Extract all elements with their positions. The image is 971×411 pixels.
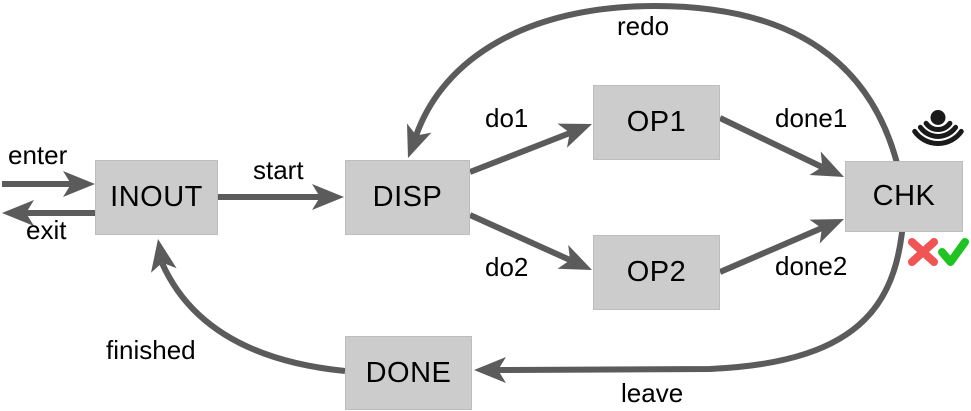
edge-finished-label: finished [106,335,196,365]
node-chk-label: CHK [872,180,936,212]
edge-do1 [468,123,592,175]
edge-leave-arrowhead [474,357,506,383]
edge-enter [2,171,95,197]
edge-redo [407,2,905,186]
node-op2: OP2 [593,235,720,310]
node-inout: INOUT [95,160,218,235]
edge-start [218,184,344,210]
broadcast-icon-dot [930,110,946,125]
edge-leave [474,209,907,383]
broadcast-icon-wave-2 [917,124,959,139]
node-op2-label: OP2 [626,256,687,288]
node-op1-label: OP1 [626,106,687,138]
edge-do2-path [468,212,572,263]
edge-do1-arrowhead [557,123,592,148]
edge-done2-label: done2 [775,251,848,281]
edge-start-label: start [253,155,304,185]
node-chk: CHK [845,161,963,232]
edge-exit-label: exit [26,215,67,245]
node-disp-label: DISP [372,181,443,213]
fail-x-icon [908,238,938,266]
edge-finished-path [159,261,346,374]
edge-do2-label: do2 [485,252,529,282]
edge-done1-path [718,115,824,170]
edge-start-arrowhead [312,184,344,210]
edge-done2-path [718,225,824,275]
edge-redo-arrowhead [407,123,432,158]
node-op1: OP1 [593,85,720,160]
edge-done1-arrowhead [809,151,844,177]
edge-do2 [468,212,592,270]
edge-finished-arrowhead [151,239,177,273]
edge-do2-arrowhead [557,245,592,270]
broadcast-icon [912,110,964,146]
edge-do1-path [468,130,572,175]
edge-exit [2,200,95,226]
broadcast-icon-wave-1 [923,120,953,132]
edge-leave-label: leave [621,378,684,408]
edge-redo-label: redo [617,11,670,41]
edge-leave-path [496,209,907,373]
edge-done2-arrowhead [809,219,844,244]
node-done: DONE [345,336,472,410]
edge-finished [151,239,346,374]
node-done-label: DONE [365,356,452,389]
edge-done1-label: done1 [775,103,848,133]
edge-exit-arrowhead [2,200,34,226]
edge-do1-label: do1 [485,103,529,133]
edge-done1 [718,115,844,177]
node-disp: DISP [345,160,470,235]
edge-done2 [718,219,844,275]
edge-enter-arrowhead [63,171,95,197]
broadcast-icon-wave-3 [912,128,964,146]
node-inout-label: INOUT [110,181,203,213]
edge-enter-label: enter [8,140,68,170]
edge-redo-path [413,2,905,186]
success-check-icon [938,238,969,266]
